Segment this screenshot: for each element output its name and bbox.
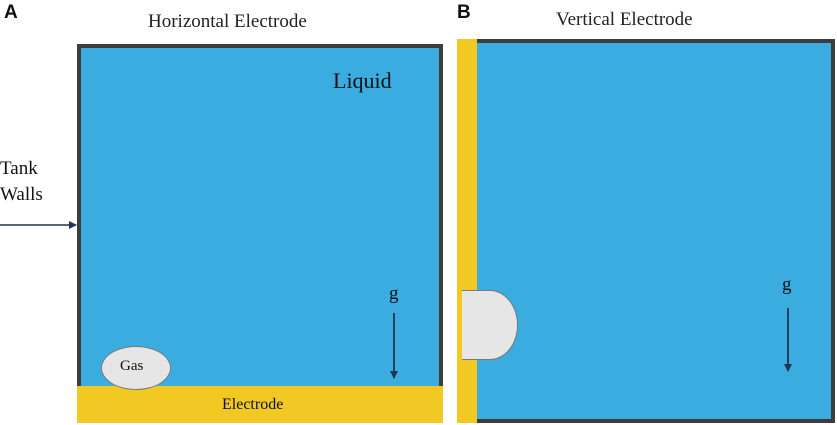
panel-a-letter: A	[4, 2, 18, 23]
gas-bubble-a	[101, 346, 171, 390]
gas-bubble-b	[462, 290, 518, 360]
gravity-label-b: g	[782, 274, 792, 295]
liquid-label: Liquid	[333, 68, 392, 93]
panel-b-title: Vertical Electrode	[556, 9, 693, 30]
horizontal-electrode	[77, 386, 443, 423]
electrode-label: Electrode	[222, 396, 284, 413]
gas-label: Gas	[120, 358, 144, 374]
tank-vertical	[472, 39, 835, 423]
tank-walls-label-line2: Walls	[0, 184, 43, 205]
tank-walls-label-line1: Tank	[0, 158, 38, 179]
panel-a-title: Horizontal Electrode	[148, 11, 307, 32]
panel-b-letter: B	[457, 2, 471, 23]
tank-horizontal	[77, 44, 443, 390]
gravity-label-a: g	[389, 283, 399, 304]
